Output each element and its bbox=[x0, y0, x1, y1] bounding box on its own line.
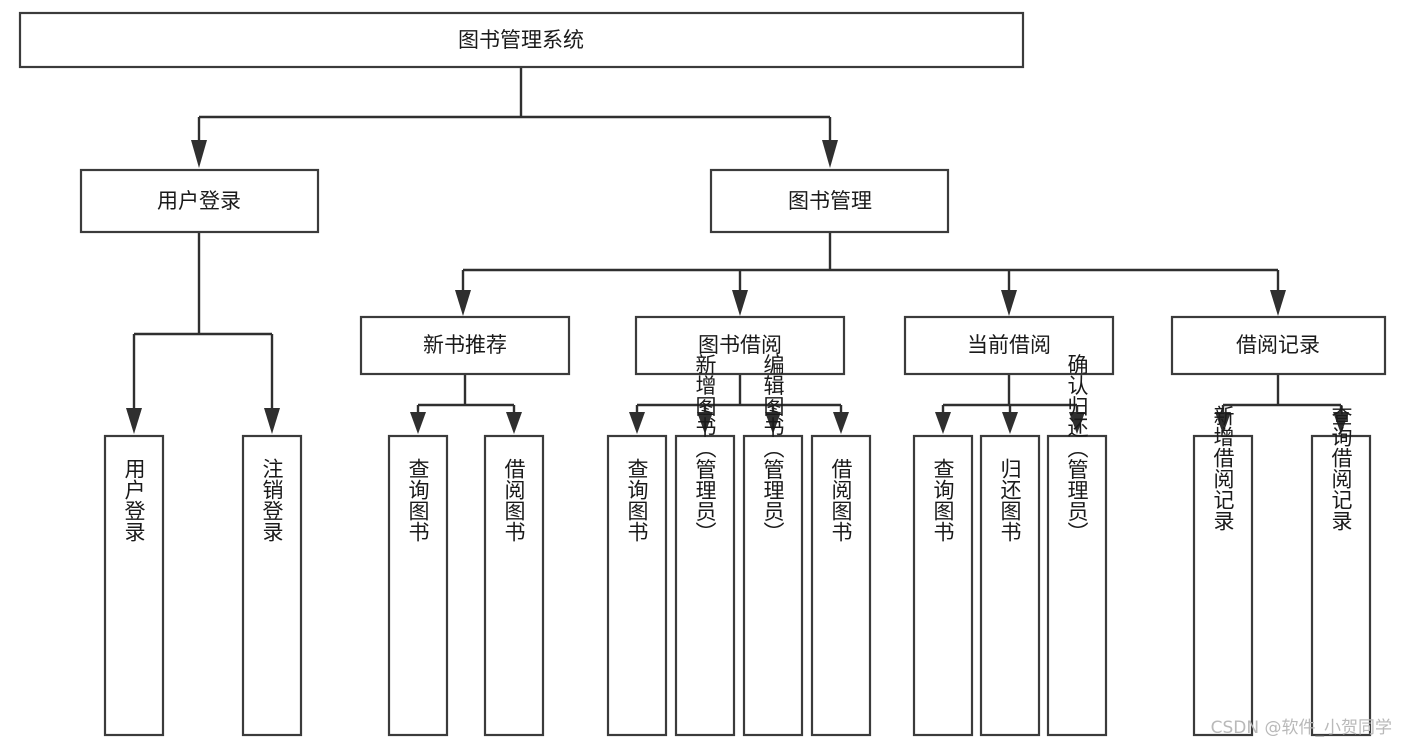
leaf-borrow-book-2-label: 借阅图书 bbox=[829, 458, 853, 542]
arrow-head-bookmgmt bbox=[822, 140, 838, 168]
leaf-edit-book-label: 编辑图书（管理员） bbox=[761, 354, 785, 543]
leaf-confirm-return[interactable]: 确认归还（管理员） bbox=[1046, 354, 1108, 737]
arrow-head-leaf-add-record bbox=[1215, 412, 1231, 434]
node-book-management-box[interactable] bbox=[709, 168, 950, 234]
node-user-login-label: 用户登录 bbox=[157, 189, 241, 213]
leaf-query-book-3-label: 查询图书 bbox=[931, 458, 955, 542]
leaf-add-record-label: 新增借阅记录 bbox=[1211, 405, 1235, 531]
leaf-add-book[interactable]: 新增图书（管理员） bbox=[674, 354, 736, 737]
arrow-head-leaf-borrow-book-1 bbox=[506, 412, 522, 434]
node-root-box[interactable] bbox=[18, 11, 1025, 69]
leaf-return-book-box[interactable] bbox=[979, 434, 1041, 737]
arrow-head-leaf-borrow-book-2 bbox=[833, 412, 849, 434]
leaf-query-book-1-label: 查询图书 bbox=[406, 458, 430, 542]
leaf-return-book[interactable]: 归还图书 bbox=[979, 434, 1041, 737]
arrow-head-leaf-add-book bbox=[697, 412, 713, 434]
leaf-query-book-2[interactable]: 查询图书 bbox=[606, 434, 668, 737]
node-book-management-label: 图书管理 bbox=[788, 189, 872, 213]
node-new-book-recommend-label: 新书推荐 bbox=[423, 333, 507, 357]
leaf-query-book-2-label: 查询图书 bbox=[625, 458, 649, 542]
node-borrow-record-label: 借阅记录 bbox=[1236, 333, 1320, 357]
leaf-user-login[interactable]: 用户登录 bbox=[103, 434, 165, 737]
node-book-management[interactable]: 图书管理 bbox=[709, 168, 950, 234]
arrow-head-leaf-query-book-2 bbox=[629, 412, 645, 434]
node-borrow-record[interactable]: 借阅记录 bbox=[1170, 315, 1387, 376]
arrow-head-leaf-user-login bbox=[126, 408, 142, 434]
arrow-head-leaf-user-logout bbox=[264, 408, 280, 434]
leaf-confirm-return-box[interactable] bbox=[1046, 434, 1108, 737]
leaf-borrow-book-1-label: 借阅图书 bbox=[502, 458, 526, 542]
leaf-query-book-3[interactable]: 查询图书 bbox=[912, 434, 974, 737]
leaf-edit-book[interactable]: 编辑图书（管理员） bbox=[742, 354, 804, 737]
node-current-borrow[interactable]: 当前借阅 bbox=[903, 315, 1115, 376]
leaf-query-record[interactable]: 查询借阅记录 bbox=[1310, 405, 1372, 737]
leaf-user-logout[interactable]: 注销登录 bbox=[241, 434, 303, 737]
arrow-head-current-borrow bbox=[1001, 290, 1017, 316]
node-book-borrow[interactable]: 图书借阅 bbox=[634, 315, 846, 376]
node-current-borrow-box[interactable] bbox=[903, 315, 1115, 376]
arrow-head-userlogin bbox=[191, 140, 207, 168]
arrow-head-new-book-recommend bbox=[455, 290, 471, 316]
node-new-book-recommend-box[interactable] bbox=[359, 315, 571, 376]
node-root-label: 图书管理系统 bbox=[458, 28, 584, 52]
leaf-query-book-1[interactable]: 查询图书 bbox=[387, 434, 449, 737]
node-user-login[interactable]: 用户登录 bbox=[79, 168, 320, 234]
leaf-query-record-label: 查询借阅记录 bbox=[1329, 405, 1353, 531]
leaf-add-record-box[interactable] bbox=[1192, 434, 1254, 737]
leaf-query-book-1-box[interactable] bbox=[387, 434, 449, 737]
leaf-return-book-label: 归还图书 bbox=[998, 458, 1022, 542]
leaf-borrow-book-2-box[interactable] bbox=[810, 434, 872, 737]
arrow-head-borrow-record bbox=[1270, 290, 1286, 316]
leaf-add-book-label: 新增图书（管理员） bbox=[693, 354, 717, 543]
arrow-head-leaf-return-book bbox=[1002, 412, 1018, 434]
node-new-book-recommend[interactable]: 新书推荐 bbox=[359, 315, 571, 376]
leaf-query-book-3-box[interactable] bbox=[912, 434, 974, 737]
leaf-user-logout-label: 注销登录 bbox=[260, 458, 284, 542]
arrow-head-leaf-query-book-1 bbox=[410, 412, 426, 434]
arrow-head-book-borrow bbox=[732, 290, 748, 316]
node-book-borrow-label: 图书借阅 bbox=[698, 333, 782, 357]
leaf-borrow-book-1[interactable]: 借阅图书 bbox=[483, 434, 545, 737]
arrow-head-leaf-query-record bbox=[1333, 412, 1349, 434]
node-root[interactable]: 图书管理系统 bbox=[18, 11, 1025, 69]
leaf-user-login-box[interactable] bbox=[103, 434, 165, 737]
leaf-query-record-box[interactable] bbox=[1310, 434, 1372, 737]
arrow-head-leaf-query-book-3 bbox=[935, 412, 951, 434]
arrow-head-leaf-confirm-return bbox=[1069, 412, 1085, 434]
leaf-query-book-2-box[interactable] bbox=[606, 434, 668, 737]
arrow-head-leaf-edit-book bbox=[765, 412, 781, 434]
leaf-confirm-return-label: 确认归还（管理员） bbox=[1065, 354, 1089, 543]
connector-layer bbox=[126, 67, 1349, 434]
leaf-borrow-book-1-box[interactable] bbox=[483, 434, 545, 737]
node-book-borrow-box[interactable] bbox=[634, 315, 846, 376]
node-current-borrow-label: 当前借阅 bbox=[967, 333, 1051, 357]
leaf-user-logout-box[interactable] bbox=[241, 434, 303, 737]
leaf-add-book-box[interactable] bbox=[674, 434, 736, 737]
leaf-add-record[interactable]: 新增借阅记录 bbox=[1192, 405, 1254, 737]
leaf-edit-book-box[interactable] bbox=[742, 434, 804, 737]
node-borrow-record-box[interactable] bbox=[1170, 315, 1387, 376]
leaf-user-login-label: 用户登录 bbox=[122, 458, 146, 542]
node-user-login-box[interactable] bbox=[79, 168, 320, 234]
watermark-label: CSDN @软件_小贺同学 bbox=[1211, 718, 1392, 738]
leaf-borrow-book-2[interactable]: 借阅图书 bbox=[810, 434, 872, 737]
